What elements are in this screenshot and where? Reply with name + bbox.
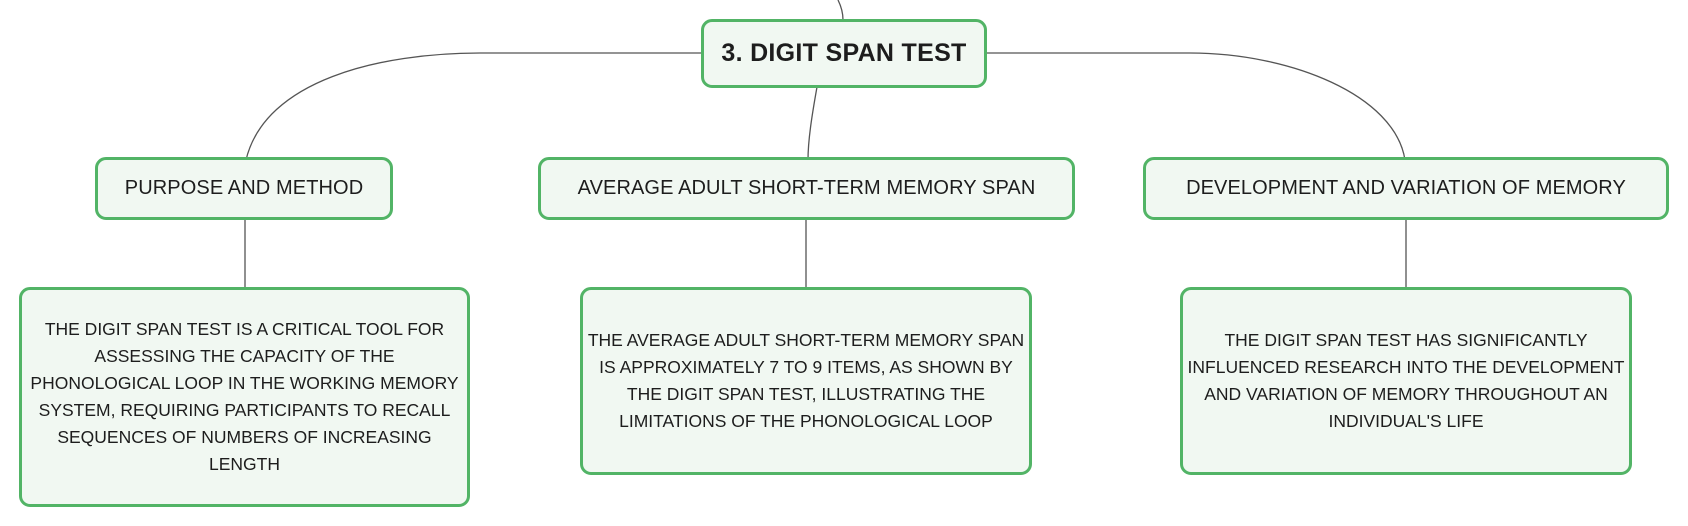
- connector-parent-to-root: [837, 0, 844, 21]
- detail-node-purpose-and-method[interactable]: THE DIGIT SPAN TEST IS A CRITICAL TOOL F…: [19, 287, 470, 507]
- connector-root-to-branch-3: [984, 52, 1406, 161]
- root-node[interactable]: 3. DIGIT SPAN TEST: [701, 19, 987, 88]
- branch-node-average-adult-memory-span[interactable]: AVERAGE ADULT SHORT-TERM MEMORY SPAN: [538, 157, 1075, 220]
- detail-node-development-and-variation[interactable]: THE DIGIT SPAN TEST HAS SIGNIFICANTLY IN…: [1180, 287, 1632, 475]
- branch-node-development-and-variation[interactable]: DEVELOPMENT AND VARIATION OF MEMORY: [1143, 157, 1669, 220]
- connector-root-to-branch-2: [807, 86, 818, 161]
- root-node-label: 3. DIGIT SPAN TEST: [721, 39, 967, 67]
- branch-node-label: PURPOSE AND METHOD: [124, 177, 364, 199]
- connector-root-to-branch-1: [245, 52, 702, 161]
- detail-node-text: THE AVERAGE ADULT SHORT-TERM MEMORY SPAN…: [587, 330, 1025, 431]
- branch-node-purpose-and-method[interactable]: PURPOSE AND METHOD: [95, 157, 393, 220]
- branch-node-label: AVERAGE ADULT SHORT-TERM MEMORY SPAN: [577, 177, 1036, 199]
- branch-node-label: DEVELOPMENT AND VARIATION OF MEMORY: [1186, 177, 1626, 199]
- detail-node-text: THE DIGIT SPAN TEST HAS SIGNIFICANTLY IN…: [1187, 330, 1625, 431]
- detail-node-average-adult-memory-span[interactable]: THE AVERAGE ADULT SHORT-TERM MEMORY SPAN…: [580, 287, 1032, 475]
- detail-node-text: THE DIGIT SPAN TEST IS A CRITICAL TOOL F…: [30, 319, 459, 474]
